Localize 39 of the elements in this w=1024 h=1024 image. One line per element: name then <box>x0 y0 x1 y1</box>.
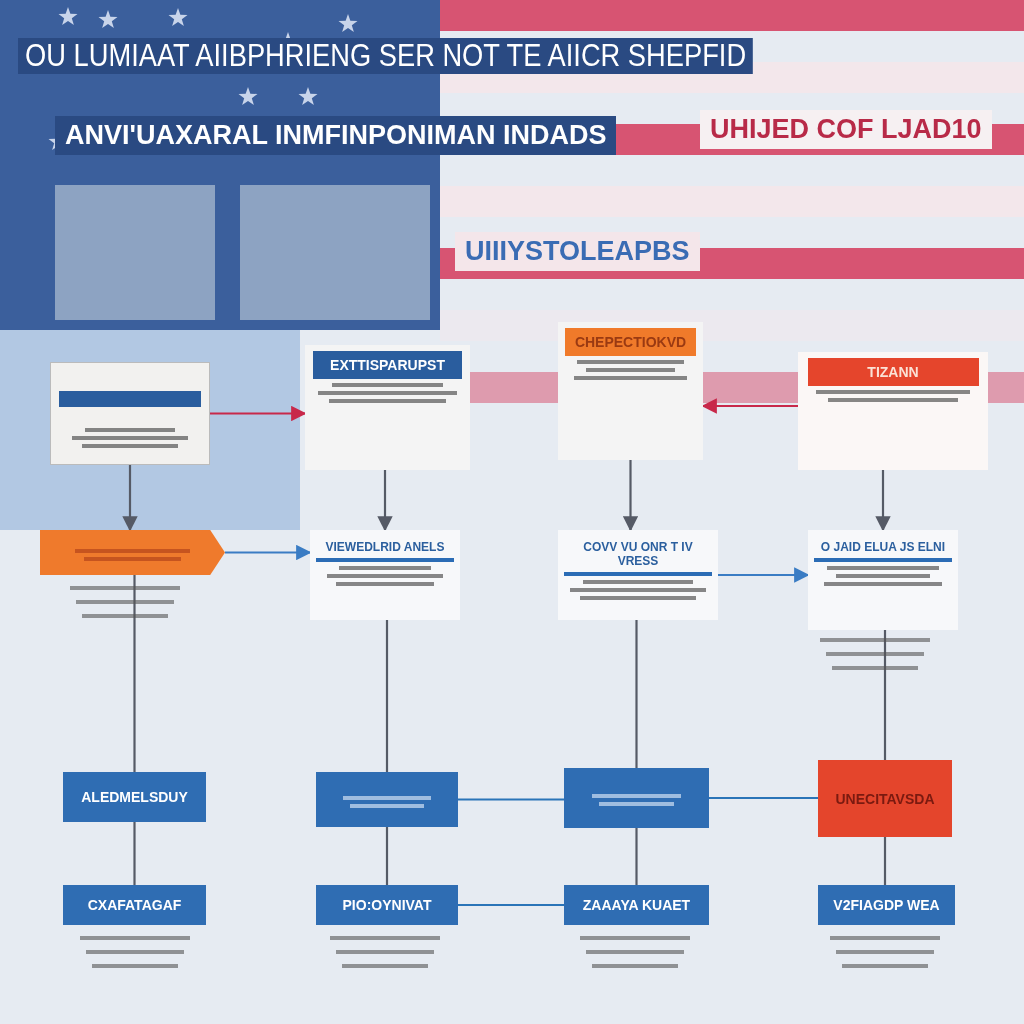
process-box <box>316 885 458 925</box>
process-box <box>818 760 952 837</box>
connector-arrow <box>875 470 891 532</box>
info-card <box>798 352 988 470</box>
process-box <box>818 885 955 925</box>
info-card <box>558 322 703 460</box>
card-heading: CHEPECTIOKVD <box>565 328 696 356</box>
box-label: ALEDMELSDUY <box>81 789 188 805</box>
process-box <box>63 885 206 925</box>
box-label: CXAFATAGAF <box>87 897 182 913</box>
info-card <box>808 530 958 630</box>
box-label: V2FIAGDP WEA <box>833 897 940 913</box>
info-card <box>558 530 718 620</box>
title: OU LUMIAAT AIIBPHRIENG SER NOT TE AIICR SHEPFID <box>18 38 754 74</box>
box-label: COVV VU ONR T IV VRESS <box>563 534 713 576</box>
info-card <box>305 345 470 470</box>
card-heading: EXTTISPARUPST <box>313 351 462 379</box>
box-label: O JAID ELUA JS ELNI <box>813 534 953 562</box>
process-box <box>564 885 709 925</box>
connector-arrow <box>377 470 393 532</box>
connector-arrow <box>718 567 810 583</box>
heading-text: UIIIYSTOLEAPBS <box>455 232 700 271</box>
process-box <box>564 768 709 828</box>
banner <box>40 530 225 575</box>
info-card <box>310 530 460 620</box>
box-label: ZAAAYA KUAET <box>582 897 691 913</box>
box-label: VIEWEDLRID ANELS <box>315 534 455 562</box>
card-heading: TIZANN <box>807 358 979 386</box>
subtitle: ANVI'UAXARAL INMFINPONIMAN INDADS <box>55 116 617 155</box>
box-label: UNECITAVSDA <box>835 790 935 807</box>
process-box <box>316 772 458 827</box>
heading-text: UHIJED COF LJAD10 <box>700 110 992 149</box>
connector-arrow <box>225 544 312 561</box>
connector-arrow <box>210 405 307 422</box>
connector-arrow <box>122 465 138 532</box>
process-box <box>63 772 206 822</box>
box-label: PIO:OYNIVAT <box>342 897 432 913</box>
info-card <box>50 362 210 465</box>
connector-arrow <box>622 460 639 532</box>
